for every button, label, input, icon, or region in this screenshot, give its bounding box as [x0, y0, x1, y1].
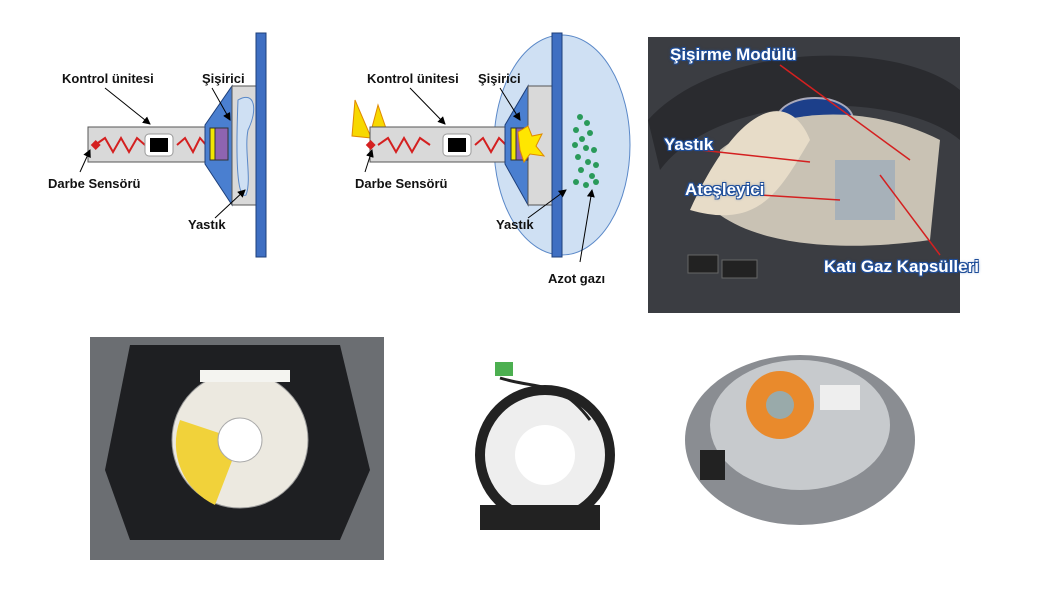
photo-airbag-module-back: [90, 337, 384, 560]
control-unit-chip: [150, 138, 168, 152]
label-cushion: Yastık: [664, 135, 714, 154]
explosion-icon: [517, 125, 546, 164]
label-control-unit: Kontrol ünitesi: [62, 71, 154, 86]
wall: [255, 32, 267, 258]
label-impact-sensor: Darbe Sensörü: [48, 176, 141, 191]
label-cushion: Yastık: [188, 217, 226, 232]
impact-sensor-icon: [90, 140, 101, 150]
label-igniter: Ateşleyici: [685, 180, 765, 199]
label-nitrogen-gas: Azot gazı: [548, 271, 606, 286]
label-solid-gas-capsules: Katı Gaz Kapsülleri: [824, 257, 979, 276]
folded-cushion: [236, 97, 255, 196]
photo-clockspring-and-inflator: [455, 330, 935, 542]
diagram-after-deployment: [351, 32, 631, 263]
label-control-unit: Kontrol ünitesi: [367, 71, 459, 86]
nitrogen-gas-dots: [572, 114, 599, 188]
label-inflator: Şişirici: [202, 71, 245, 86]
label-cushion: Yastık: [496, 217, 534, 232]
label-inflator: Şişirici: [478, 71, 521, 86]
label-inflation-module: Şişirme Modülü: [670, 45, 797, 64]
photo-steering-module: [648, 37, 960, 313]
spring: [94, 135, 146, 155]
label-impact-sensor: Darbe Sensörü: [355, 176, 448, 191]
diagram-before-deployment: [79, 32, 267, 258]
